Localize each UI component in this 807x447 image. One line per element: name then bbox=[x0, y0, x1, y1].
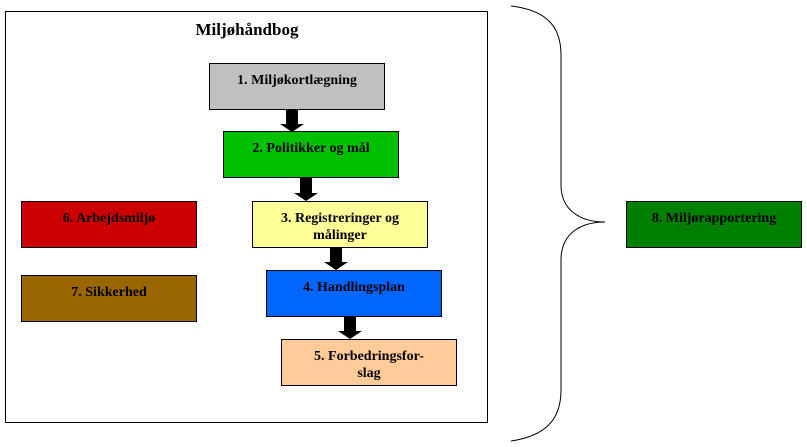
handbook-title: Miljøhåndbog bbox=[195, 20, 299, 39]
arrow-down-icon bbox=[294, 178, 318, 201]
arrow-down-icon bbox=[338, 317, 362, 339]
step-8-box: 8. Miljørapportering bbox=[626, 201, 802, 248]
step-1-box: 1. Miljøkortlægning bbox=[209, 63, 385, 110]
arrow-down-icon bbox=[324, 248, 348, 270]
curly-brace bbox=[510, 5, 606, 442]
step-2-box: 2. Politikker og mål bbox=[223, 131, 399, 178]
step-4-box: 4. Handlingsplan bbox=[266, 270, 442, 317]
step-5-box: 5. Forbedringsfor-slag bbox=[281, 339, 457, 386]
arrow-down-icon bbox=[280, 110, 304, 132]
step-6-box: 6. Arbejdsmiljø bbox=[21, 201, 197, 248]
step-3-box: 3. Registreringer og målinger bbox=[252, 201, 428, 248]
step-7-box: 7. Sikkerhed bbox=[21, 275, 197, 322]
handbook-frame bbox=[5, 11, 488, 423]
